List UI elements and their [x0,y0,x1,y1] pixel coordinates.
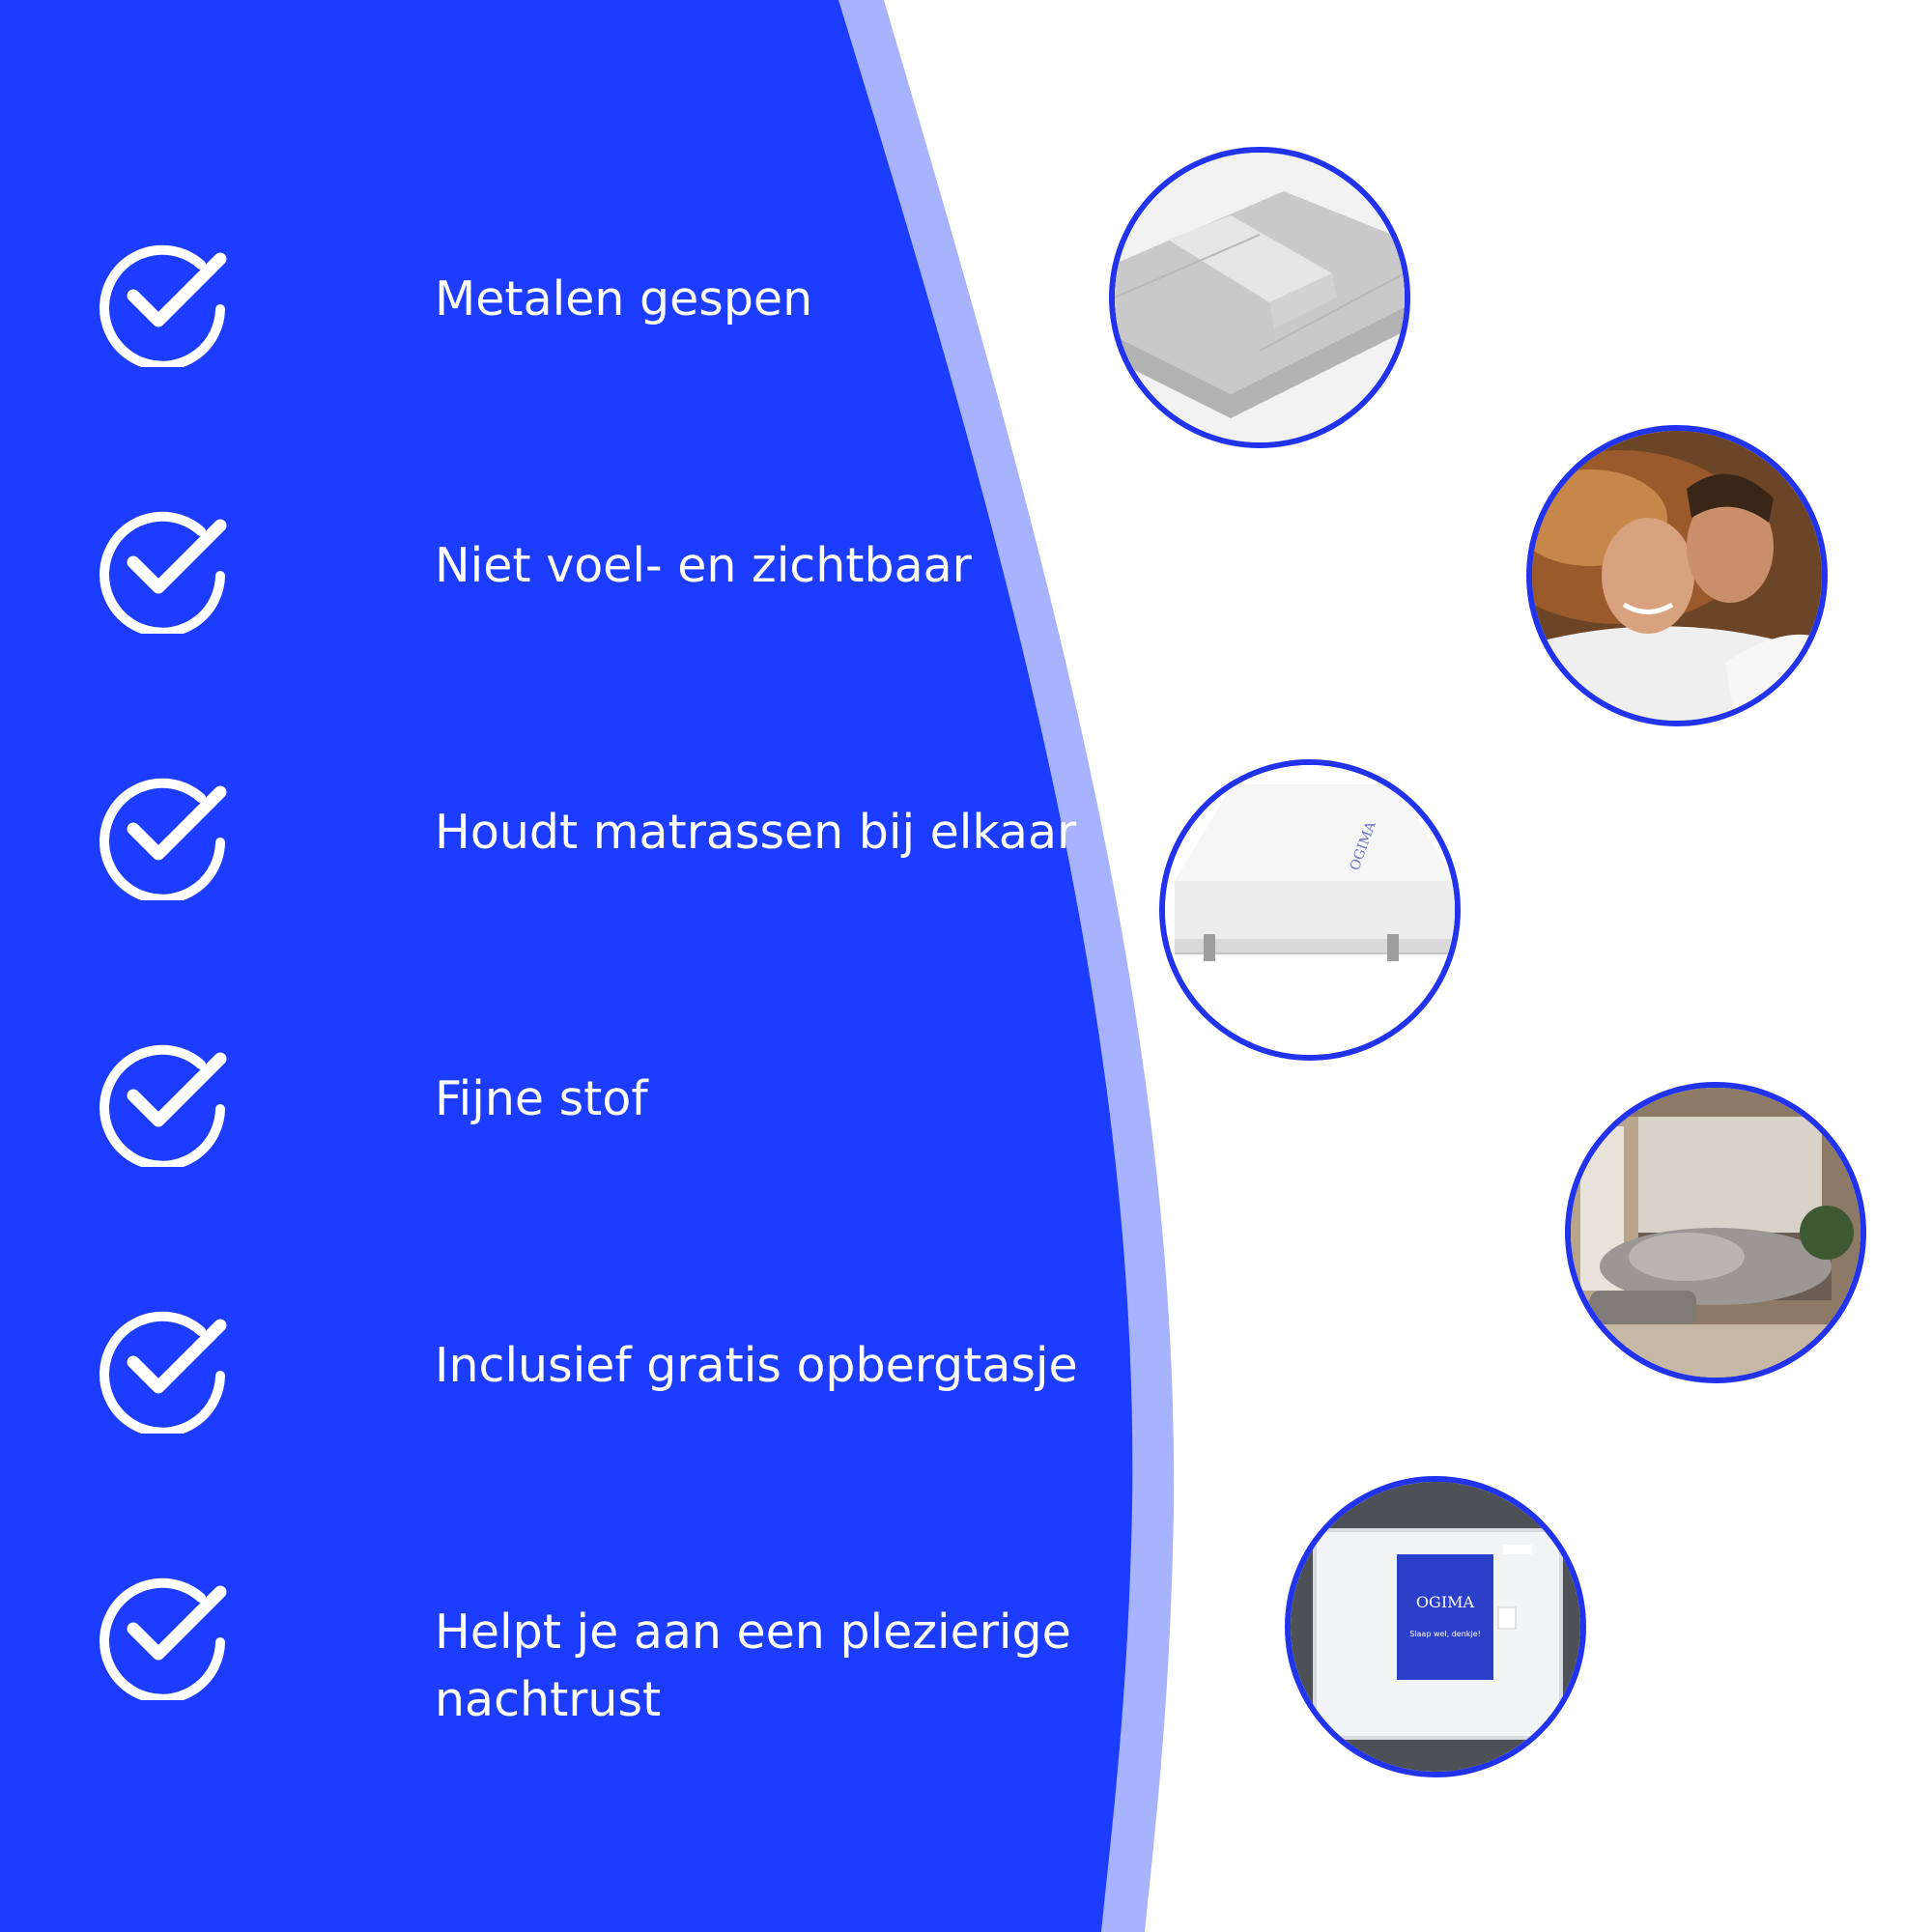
feature-item-storage-bag: Inclusief gratis opbergtasje [97,1298,1130,1434]
bag-tagline: Slaap wel, denkje! [1409,1630,1481,1638]
panel-blue [0,0,1133,1932]
feature-item-holds-mattresses: Houdt matrassen bij elkaar [97,765,1130,900]
feature-list: Metalen gespen Niet voel- en zichtbaar H… [0,0,1063,1932]
photo-mattress-buckles [1109,147,1410,448]
feature-item-fine-fabric: Fijne stof [97,1032,1130,1167]
feature-label: Metalen gespen [435,271,813,327]
photo-bedroom [1565,1082,1866,1383]
feature-label: Inclusief gratis opbergtasje [435,1338,1078,1393]
check-circle-icon [99,1311,227,1434]
photo-happy-couple [1526,425,1828,726]
photo-mattress-side: OGIMA [1159,759,1461,1061]
check-circle-icon [99,1044,227,1167]
check-circle-icon [99,1577,227,1700]
photo-storage-bag: OGIMA Slaap wel, denkje! [1285,1476,1586,1777]
feature-item-invisible: Niet voel- en zichtbaar [97,498,1130,634]
bag-brand: OGIMA [1416,1593,1475,1611]
check-circle-icon [99,778,227,900]
check-circle-icon [99,244,227,367]
feature-item-metal-buckles: Metalen gespen [97,232,1130,367]
feature-label: Fijne stof [435,1071,648,1126]
feature-label: Helpt je aan een plezierige nachtrust [435,1605,1071,1727]
feature-label: Houdt matrassen bij elkaar [435,805,1077,860]
check-circle-icon [99,511,227,634]
feature-label: Niet voel- en zichtbaar [435,538,972,593]
feature-item-good-night: Helpt je aan een plezierige nachtrust [97,1565,1130,1734]
